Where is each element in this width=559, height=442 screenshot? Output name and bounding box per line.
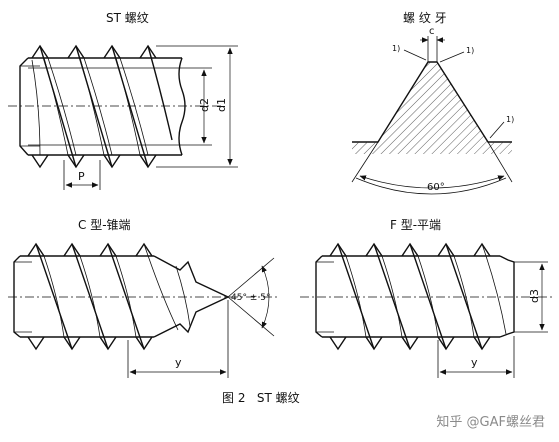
d2-label: d2	[198, 98, 211, 112]
watermark: 知乎 @GAF螺丝君	[436, 415, 545, 430]
note-1-root: 1)	[506, 115, 514, 124]
d3-label: d3	[528, 289, 541, 303]
type-f-body	[315, 242, 515, 351]
d1-label: d1	[215, 98, 228, 112]
note-1-right: 1)	[466, 46, 474, 55]
angle-60-label: 60°	[427, 182, 445, 193]
cone-angle-arc	[261, 265, 270, 329]
thread-profile-title: 螺 纹 牙	[403, 11, 447, 25]
type-f-title: F 型-平端	[390, 218, 441, 232]
st-thread-body	[19, 44, 186, 169]
type-c-y-label: y	[175, 356, 182, 369]
pitch-label: P	[78, 170, 85, 183]
st-thread-panel: ST 螺纹	[8, 11, 238, 190]
st-thread-title: ST 螺纹	[106, 11, 149, 25]
note-1-left: 1)	[392, 44, 400, 53]
thread-profile-panel: 螺 纹 牙 c 1) 1) 1) 60°	[351, 11, 514, 195]
type-f-panel: F 型-平端 d3 y	[300, 218, 552, 378]
angle-60-arc	[359, 175, 505, 189]
tooth-hatch	[378, 62, 488, 142]
type-c-title: C 型-锥端	[78, 218, 131, 232]
cone-angle-label: 45° ± 5°	[231, 293, 270, 303]
type-c-body	[13, 242, 230, 351]
type-f-y-label: y	[471, 356, 478, 369]
figure-caption: 图 2 ST 螺纹	[222, 391, 300, 405]
type-c-panel: C 型-锥端 45° ± 5° y	[8, 218, 280, 378]
c-label: c	[429, 26, 435, 37]
